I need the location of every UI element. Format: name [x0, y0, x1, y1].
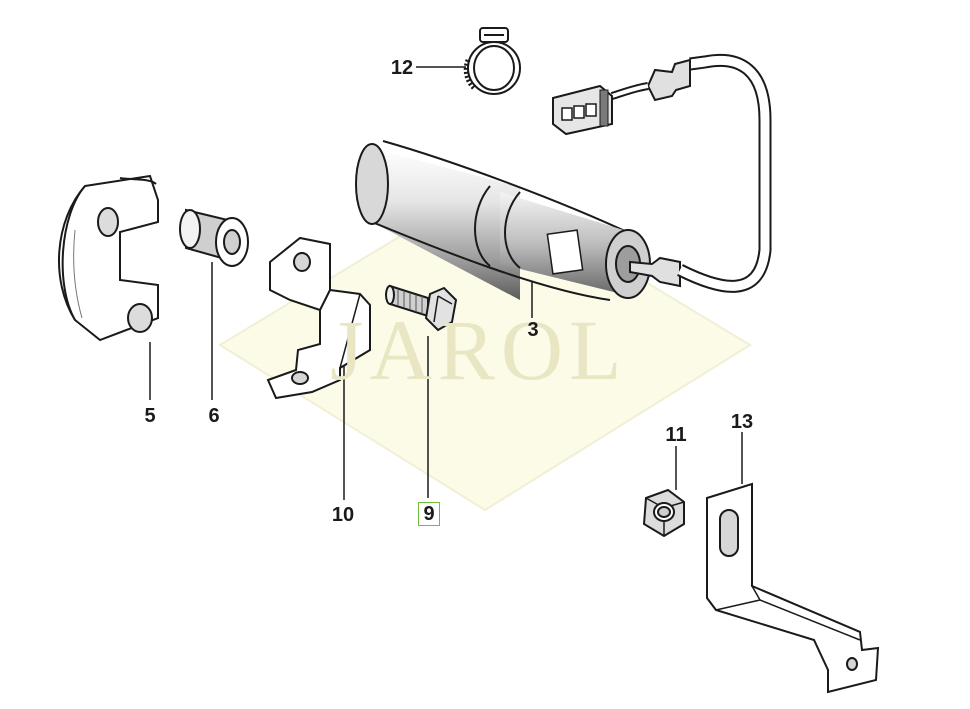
- callout-10[interactable]: 10: [331, 504, 355, 526]
- leader-lines: [149, 66, 743, 500]
- callout-6[interactable]: 6: [208, 405, 220, 427]
- callout-13[interactable]: 13: [730, 411, 754, 433]
- nut-part-11[interactable]: [642, 488, 685, 538]
- fuel-pump-part-3[interactable]: [355, 53, 772, 301]
- callout-12[interactable]: 12: [390, 57, 414, 79]
- callout-5[interactable]: 5: [144, 405, 156, 427]
- callout-9-selected[interactable]: 9: [418, 502, 440, 526]
- callout-11[interactable]: 11: [665, 424, 687, 446]
- bushing-part-6[interactable]: [179, 208, 249, 267]
- callout-3[interactable]: 3: [527, 319, 539, 341]
- angle-bracket-part-13[interactable]: [706, 482, 880, 694]
- hose-clamp-part-12[interactable]: [463, 27, 521, 95]
- rubber-mount-part-5[interactable]: [58, 174, 159, 342]
- bolt-part-9[interactable]: [385, 284, 458, 332]
- bracket-part-10[interactable]: [266, 236, 371, 400]
